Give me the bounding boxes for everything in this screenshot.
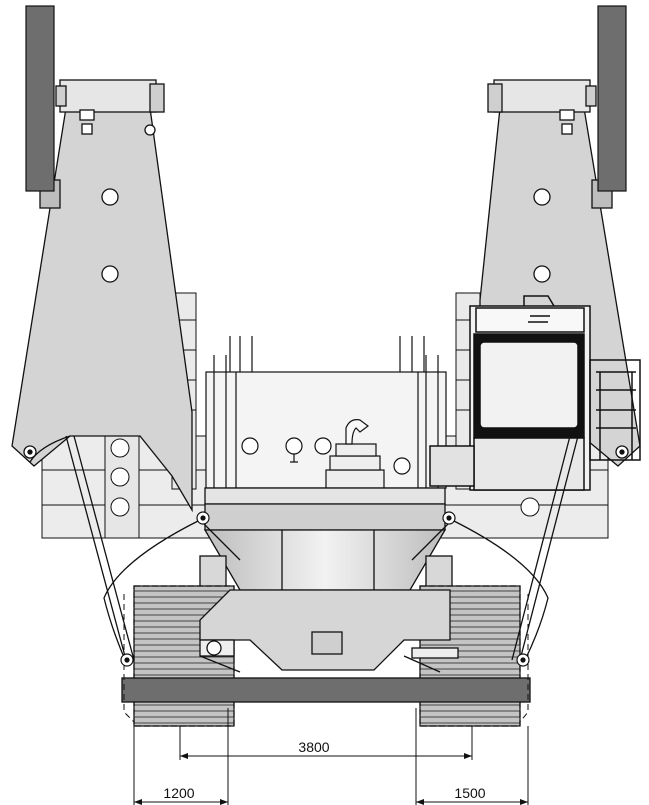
right-wheel-drum — [597, 5, 627, 192]
dimension-label-right: 1500 — [454, 785, 485, 801]
engine-unit — [325, 419, 385, 489]
dimension-arrows — [134, 753, 528, 805]
left-wheel-drum — [25, 5, 55, 192]
carbody — [199, 487, 453, 591]
dimension-label-left: 1200 — [163, 785, 194, 801]
pivot-pins — [120, 511, 530, 667]
pendant-lines — [65, 435, 579, 663]
left-pylon — [11, 79, 193, 513]
dimension-label-center: 3800 — [298, 739, 329, 755]
lower-carbody — [199, 589, 459, 673]
central-frame — [205, 336, 447, 490]
track-frame-beam — [121, 677, 531, 703]
dimension-lines — [133, 708, 529, 805]
operator-cab — [429, 295, 641, 491]
